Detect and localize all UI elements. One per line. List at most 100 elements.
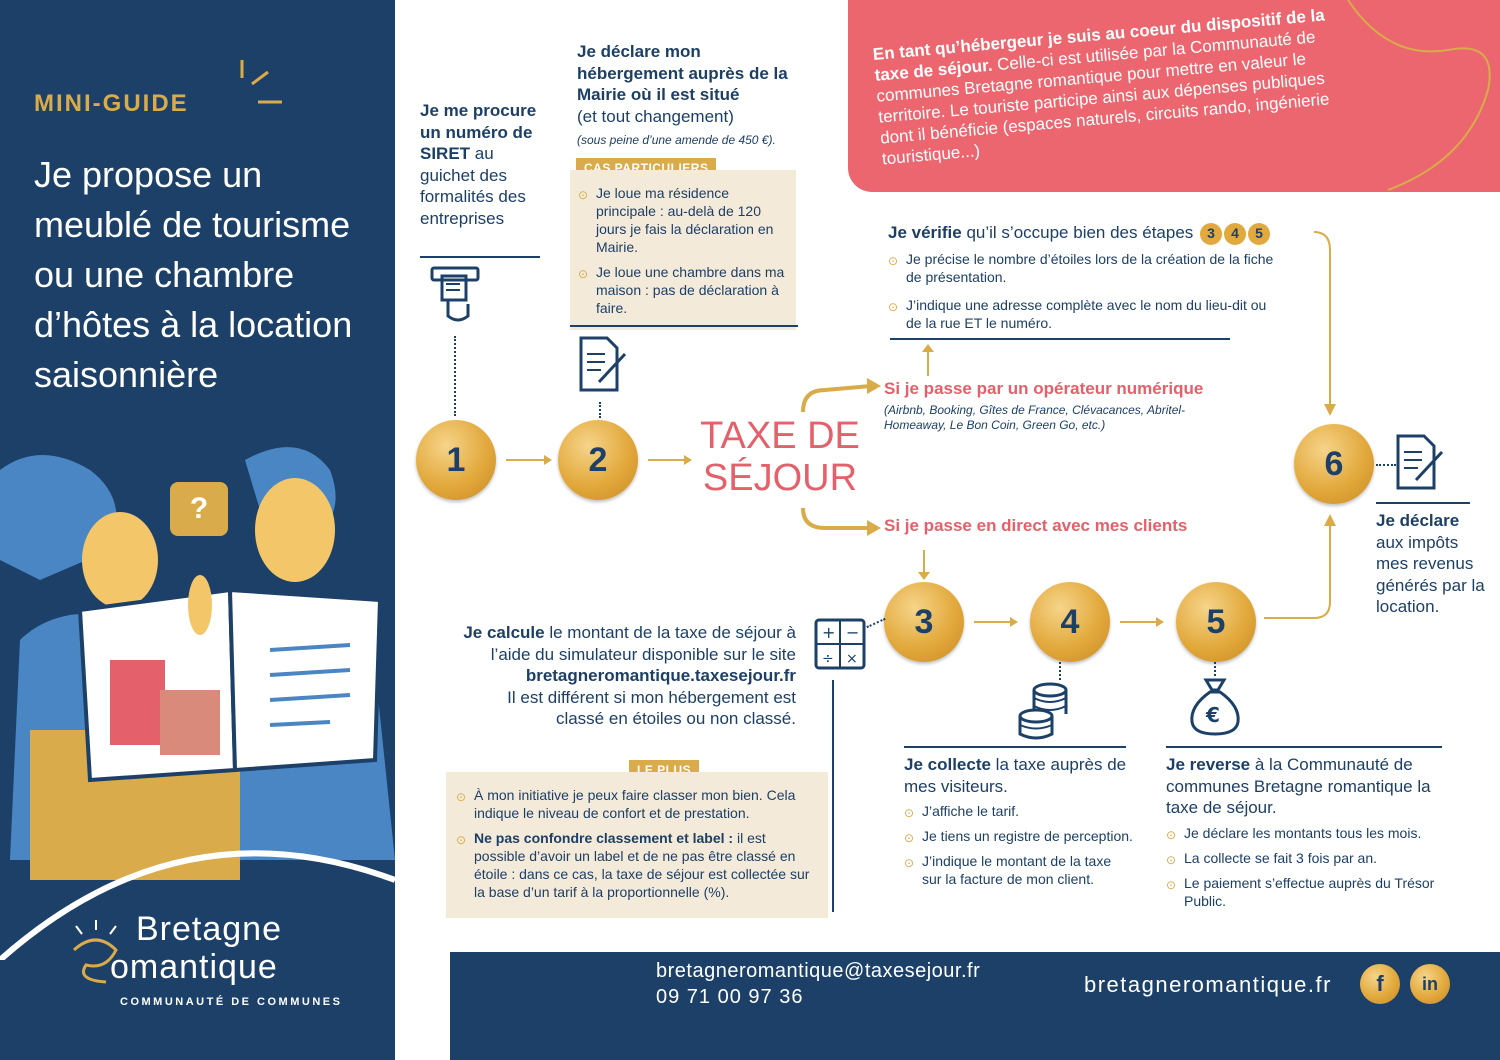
step2-item: ⊙ Je loue une chambre dans ma maison : pa… [578, 263, 788, 317]
step5-list: ⊙Je déclare les montants tous les mois. … [1166, 824, 1446, 917]
atm-card-icon [430, 266, 480, 322]
step5-underline [1166, 746, 1442, 748]
step4-body: la taxe auprès de mes visiteurs. [904, 755, 1127, 796]
money-bag-icon: € [1190, 678, 1240, 736]
center-line2: SÉJOUR [702, 457, 858, 499]
step4-list: ⊙J’affiche le tarif. ⊙ Je tiens un regist… [904, 802, 1134, 895]
step5-bold: Je reverse [1166, 755, 1251, 774]
step6-bold: Je déclare [1376, 511, 1460, 530]
people-illustration [0, 447, 395, 880]
bullet-icon: ⊙ [456, 790, 467, 804]
step2-item-text: Je loue une chambre dans ma maison : pas… [596, 264, 785, 316]
footer-website[interactable]: bretagneromantique.fr [1084, 972, 1332, 997]
verify-bold: Je vérifie [888, 223, 962, 242]
verify-item-text: J’indique une adresse complète avec le n… [906, 297, 1267, 331]
step3-box: ⊙ À mon initiative je peux faire classer … [446, 772, 828, 918]
logo-smile-icon [72, 920, 118, 984]
arrow-verify-6 [1313, 231, 1336, 416]
step4-item-text: J’indique le montant de la taxe sur la f… [922, 853, 1112, 887]
step4-underline [904, 746, 1126, 748]
logo-subtitle: COMMUNAUTÉ DE COMMUNES [120, 996, 343, 1008]
verify-badge-4: 4 [1224, 222, 1247, 245]
step2-note: (sous peine d’une amende de 450 €). [577, 133, 776, 147]
step4-bold: Je collecte [904, 755, 991, 774]
bullet-icon: ⊙ [456, 833, 467, 847]
step2-text: Je déclare mon hébergement auprès de la … [577, 41, 802, 149]
step5-circle: 5 [1176, 582, 1256, 662]
sparkle-icon [240, 60, 282, 104]
step1-underline [420, 256, 540, 258]
verify-item: ⊙Je précise le nombre d’étoiles lors de … [888, 250, 1283, 286]
arrow-down-3 [918, 550, 930, 580]
footer-email[interactable]: bretagneromantique@taxesejour.fr [656, 960, 981, 982]
coins-icon [1018, 682, 1068, 740]
svg-text:€: € [1205, 703, 1220, 727]
svg-text:−: − [846, 623, 859, 642]
bullet-icon: ⊙ [578, 267, 589, 281]
step4-item: ⊙J’indique le montant de la taxe sur la … [904, 852, 1134, 888]
step6-underline [1376, 502, 1470, 504]
footer: bretagneromantique@taxesejour.fr 09 71 0… [450, 952, 1500, 1060]
step3-site: bretagneromantique.taxesejour.fr [525, 666, 796, 685]
step2-body: (et tout changement) [577, 106, 734, 126]
step4-circle: 4 [1030, 582, 1110, 662]
step3-circle: 3 [884, 582, 964, 662]
step3-body1: le montant de la taxe de séjour à l’aide… [490, 623, 796, 664]
verify-item: ⊙J’indique une adresse complète avec le … [888, 296, 1283, 332]
step2-underline [570, 325, 798, 327]
step3-connector [866, 617, 886, 629]
page-title: Je propose un meublé de tourisme ou une … [34, 154, 353, 395]
arrow-5-6 [1264, 514, 1336, 619]
verify-badge-3: 3 [1200, 222, 1223, 245]
step4-text: Je collecte la taxe auprès de mes visite… [904, 754, 1134, 797]
step3-text: Je calcule le montant de la taxe de séjo… [460, 622, 796, 730]
arrow-up-verify [922, 344, 934, 376]
step3-item: ⊙Ne pas confondre classement et label : … [456, 829, 818, 901]
verify-underline [890, 338, 1230, 340]
step2-item-text: Je loue ma résidence principale : au-del… [596, 185, 774, 255]
verify-title: Je vérifie qu’il s’occupe bien des étape… [888, 222, 1308, 245]
step4-connector [1059, 662, 1061, 680]
step4-item-text: Je tiens un registre de perception. [922, 828, 1133, 844]
step5-body: à la Communauté de communes Bretagne rom… [1166, 755, 1431, 817]
verify-list: ⊙Je précise le nombre d’étoiles lors de … [888, 250, 1283, 339]
verify-body: qu’il s’occupe bien des étapes [961, 223, 1194, 242]
step3-item: ⊙ À mon initiative je peux faire classer … [456, 786, 818, 822]
branch-top-label: Si je passe par un opérateur numérique [884, 379, 1204, 398]
step6-circle: 6 [1294, 424, 1374, 504]
arrow-1-2 [506, 455, 552, 465]
svg-text:+: + [822, 623, 835, 642]
arrow-2-center [648, 455, 692, 465]
step5-item: ⊙ Le paiement s’effectue auprès du Trésor… [1166, 874, 1446, 910]
bullet-icon: ⊙ [1166, 853, 1177, 867]
bullet-icon: ⊙ [904, 831, 915, 845]
calculator-icon: + − ÷ × [814, 618, 866, 670]
step3-item-text: À mon initiative je peux faire classer m… [474, 787, 796, 821]
step6-connector [1376, 464, 1396, 466]
step6-body: aux impôts mes revenus générés par la lo… [1376, 532, 1485, 617]
footer-phone[interactable]: 09 71 00 97 36 [656, 986, 804, 1008]
svg-text:×: × [846, 651, 858, 667]
sidebar: MINI-GUIDE Je propose un meublé de touri… [0, 0, 395, 1060]
step5-item: ⊙ La collecte se fait 3 fois par an. [1166, 849, 1446, 867]
document-pen-icon [579, 336, 627, 392]
pink-info-box: En tant qu’hébergeur je suis au coeur du… [848, 0, 1500, 192]
step4-item: ⊙J’affiche le tarif. [904, 802, 1134, 820]
step3-item-bold: Ne pas confondre classement et label : [474, 830, 734, 846]
document-pen-icon [1396, 434, 1444, 490]
logo-line1: Bretagne [136, 910, 282, 948]
step5-item-text: Le paiement s’effectue auprès du Trésor … [1184, 875, 1435, 909]
step5-item-text: La collecte se fait 3 fois par an. [1184, 850, 1377, 866]
step2-circle: 2 [558, 420, 638, 500]
bullet-icon: ⊙ [904, 806, 915, 820]
step6-text: Je déclare aux impôts mes revenus généré… [1376, 510, 1488, 618]
step5-item-text: Je déclare les montants tous les mois. [1184, 825, 1422, 841]
step1-body: au guichet des formalités des entreprise… [420, 144, 526, 228]
arrow-3-4 [974, 617, 1018, 627]
linkedin-icon[interactable]: in [1410, 964, 1450, 1004]
bullet-icon: ⊙ [1166, 878, 1177, 892]
mini-guide-label: MINI-GUIDE [34, 90, 189, 117]
logo-line2: omantique [110, 948, 278, 986]
svg-text:÷: ÷ [822, 651, 834, 667]
facebook-icon[interactable]: f [1360, 964, 1400, 1004]
